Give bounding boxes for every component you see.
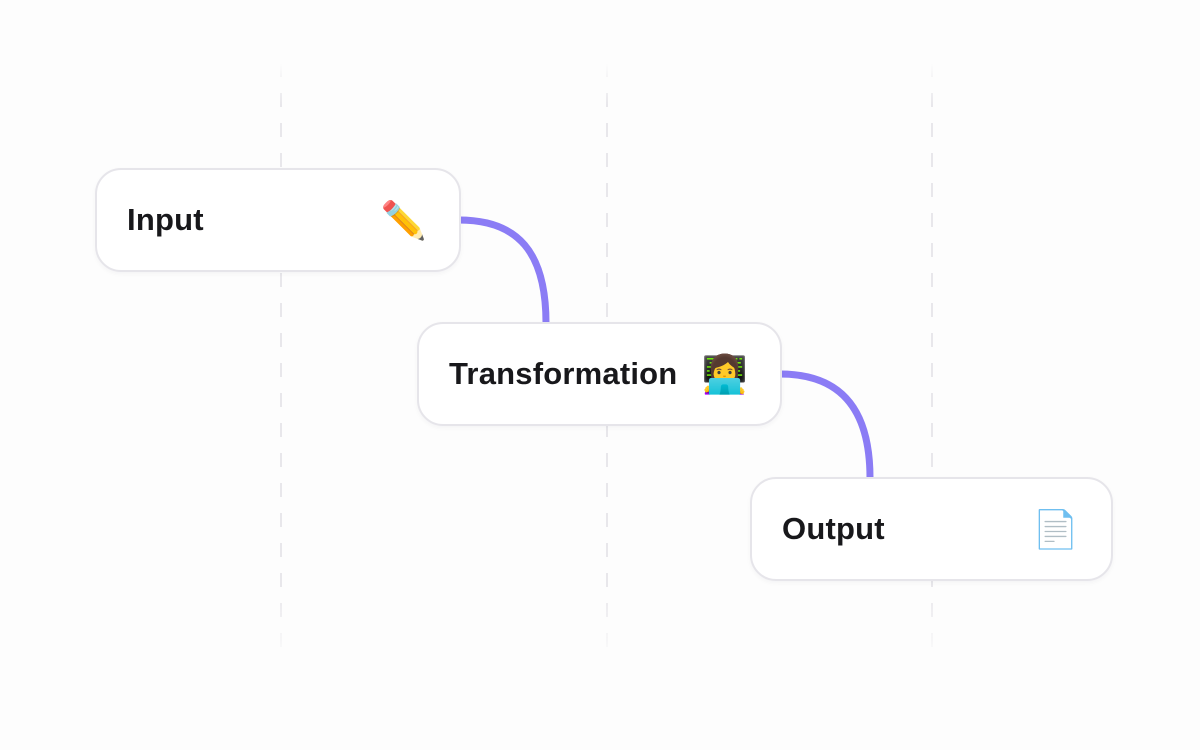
node-transformation[interactable]: Transformation 👩‍💻 [417, 322, 782, 426]
node-output-label: Output [782, 511, 885, 546]
edge-transformation-to-output [776, 370, 874, 482]
canvas-gridline [280, 63, 282, 661]
node-transformation-label: Transformation [449, 356, 678, 391]
node-input[interactable]: Input ✏️ [95, 168, 461, 272]
pencil-icon: ✏️ [380, 199, 427, 241]
page-facing-up-icon: 📄 [1032, 508, 1079, 550]
node-output[interactable]: Output 📄 [750, 477, 1113, 581]
canvas-gridline [931, 63, 933, 661]
woman-technologist-icon: 👩‍💻 [701, 353, 748, 395]
edge-input-to-transformation [455, 216, 550, 327]
node-input-label: Input [127, 202, 204, 237]
